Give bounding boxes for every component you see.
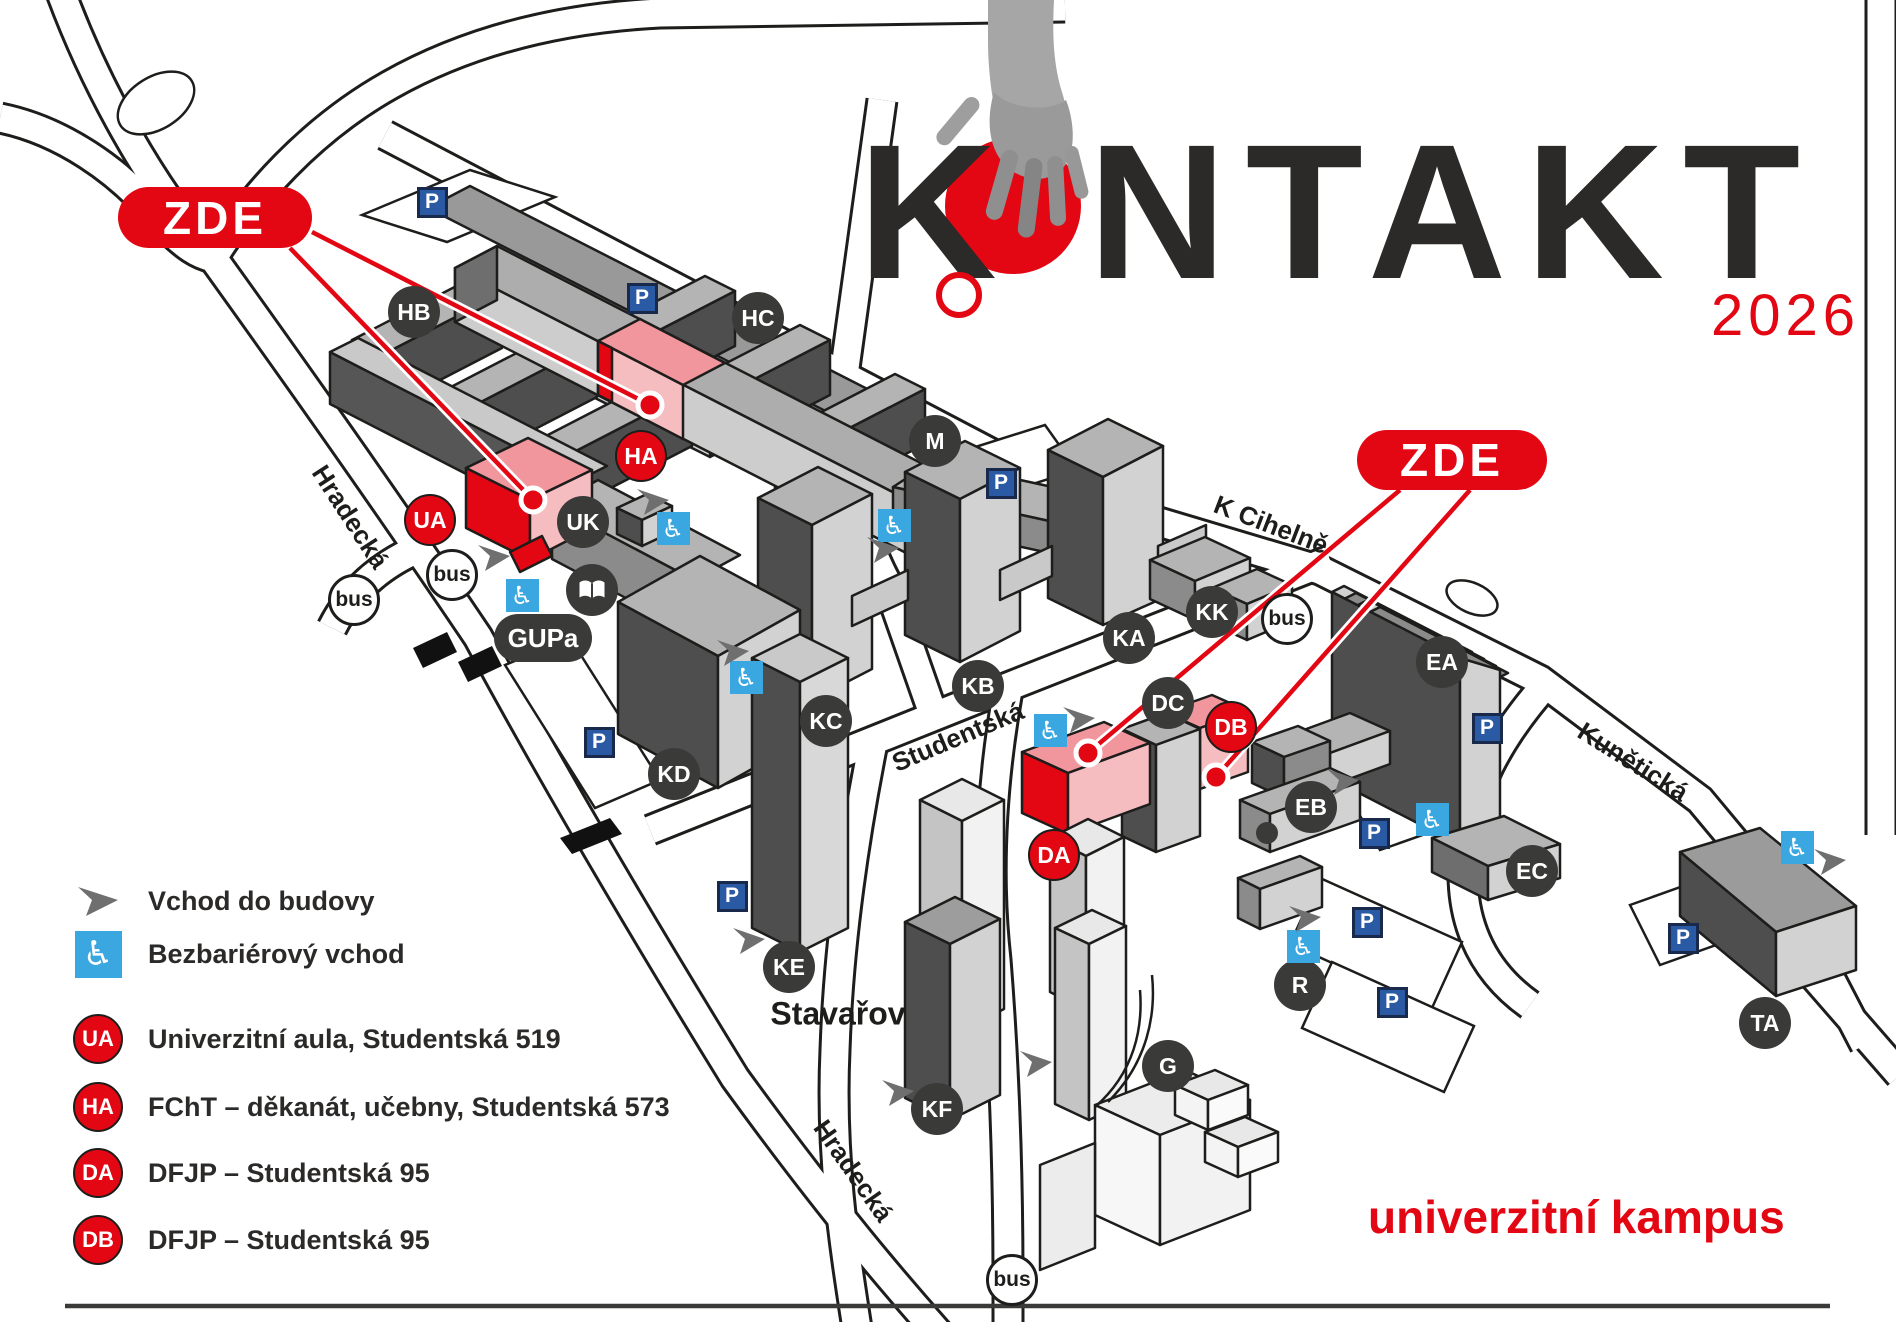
ha-badge: HA xyxy=(70,1082,126,1132)
db-badge: DB xyxy=(70,1215,126,1265)
parking-icon: P xyxy=(1358,817,1390,849)
logo-ring xyxy=(936,272,982,318)
legend-row-ua: UA Univerzitní aula, Studentská 519 xyxy=(70,1013,561,1065)
zde-callout-west: ZDE xyxy=(118,187,312,248)
title-kontakt-k: K xyxy=(858,104,997,319)
parking-icon: P xyxy=(716,880,748,912)
entrance-arrow-icon xyxy=(1018,1049,1054,1079)
legend-row-ha: HA FChT – děkanát, učebny, Studentská 57… xyxy=(70,1081,670,1133)
wheelchair-icon: ♿ xyxy=(877,508,911,542)
parking-icon: P xyxy=(1471,712,1503,744)
parking-icon: P xyxy=(1351,906,1383,938)
building-label-hb: HB xyxy=(388,286,440,338)
street-label-hradecká: Hradecká xyxy=(305,459,395,574)
entrance-arrow-icon xyxy=(635,487,671,517)
street-label-studentská: Studentská xyxy=(887,695,1029,778)
building-label-uk: UK xyxy=(557,496,609,548)
ua-badge: UA xyxy=(70,1014,126,1064)
entrance-arrow-icon xyxy=(1287,904,1323,934)
wheelchair-icon: ♿ xyxy=(729,660,763,694)
building-label-kf: KF xyxy=(911,1083,963,1135)
legend-label: Univerzitní aula, Studentská 519 xyxy=(148,1023,561,1054)
bus-stop-label: bus xyxy=(1261,593,1313,645)
legend-label: DFJP – Studentská 95 xyxy=(148,1224,430,1255)
parking-icon: P xyxy=(985,467,1017,499)
entrance-arrow-icon xyxy=(1812,847,1848,877)
street-label-hradecká: Hradecká xyxy=(807,1114,900,1228)
wheelchair-icon: ♿ xyxy=(1780,830,1814,864)
campus-caption: univerzitní kampus xyxy=(1368,1191,1785,1243)
street-label-k-cihelně: K Cihelně xyxy=(1209,489,1333,561)
bus-stop-label: bus xyxy=(986,1254,1038,1306)
building-label-m: M xyxy=(909,415,961,467)
building-label-ha: HA xyxy=(615,430,667,482)
building-label-gupa: GUPa xyxy=(494,614,592,662)
parking-icon: P xyxy=(626,282,658,314)
building-label-eb: EB xyxy=(1285,781,1337,833)
entrance-arrow-icon xyxy=(1325,767,1361,797)
legend-label: DFJP – Studentská 95 xyxy=(148,1157,430,1188)
building-label-r: R xyxy=(1274,959,1326,1011)
entrance-arrow-icon xyxy=(715,638,751,668)
building-label-g: G xyxy=(1142,1040,1194,1092)
hand-image xyxy=(936,0,1089,238)
building-label-hc: HC xyxy=(732,292,784,344)
entrance-arrow-icon xyxy=(1061,705,1097,735)
wheelchair-icon: ♿ xyxy=(656,511,690,545)
wheelchair-icon: ♿ xyxy=(505,578,539,612)
entrance-arrow-icon xyxy=(865,535,901,565)
bus-stop-label: bus xyxy=(328,574,380,626)
building-label-ua: UA xyxy=(404,494,456,546)
building-label-ke: KE xyxy=(763,941,815,993)
legend-row-da: DA DFJP – Studentská 95 xyxy=(70,1147,430,1199)
building-label-dc: DC xyxy=(1142,677,1194,729)
building-label-ea: EA xyxy=(1416,636,1468,688)
legend-row-accessible: ♿ Bezbariérový vchod xyxy=(70,928,405,980)
wheelchair-icon: ♿ xyxy=(1415,802,1449,836)
wheelchair-icon: ♿ xyxy=(1033,713,1067,747)
building-label-kk: KK xyxy=(1186,586,1238,638)
library-book-icon xyxy=(566,564,618,616)
title-kontakt-rest: NTAKT xyxy=(1088,104,1820,319)
wheelchair-icon: ♿ xyxy=(1286,929,1320,963)
building-label-ta: TA xyxy=(1739,997,1791,1049)
legend-label: Bezbariérový vchod xyxy=(148,938,405,969)
entrance-arrow-icon xyxy=(476,543,512,573)
street-label-stavařov: Stavařov xyxy=(770,995,906,1032)
building-label-kd: KD xyxy=(648,748,700,800)
bus-platform-bars xyxy=(413,632,622,854)
legend-label: FChT – děkanát, učebny, Studentská 573 xyxy=(148,1091,670,1122)
building-label-ec: EC xyxy=(1506,845,1558,897)
wheelchair-icon: ♿ xyxy=(70,930,126,978)
building-label-db: DB xyxy=(1205,701,1257,753)
bus-stop-label: bus xyxy=(426,549,478,601)
legend-label: Vchod do budovy xyxy=(148,885,375,916)
building-label-ka: KA xyxy=(1103,612,1155,664)
parking-icon: P xyxy=(1376,986,1408,1018)
legend-row-db: DB DFJP – Studentská 95 xyxy=(70,1214,430,1266)
zde-callout-lines xyxy=(286,227,1474,792)
parking-icon: P xyxy=(1667,922,1699,954)
entrance-arrow-icon xyxy=(731,926,767,956)
entrance-arrow-icon xyxy=(70,884,126,918)
da-badge: DA xyxy=(70,1148,126,1198)
building-label-kc: KC xyxy=(800,695,852,747)
entrance-arrow-icon xyxy=(880,1078,916,1108)
building-label-kb: KB xyxy=(952,660,1004,712)
title-year: 2026 xyxy=(1710,283,1860,348)
building-label-da: DA xyxy=(1028,829,1080,881)
zde-callout-east: ZDE xyxy=(1357,430,1547,490)
map-dot xyxy=(1256,822,1278,844)
street-label-kunětická: Kunětická xyxy=(1572,715,1694,808)
parking-icon: P xyxy=(416,186,448,218)
legend-row-entrance: Vchod do budovy xyxy=(70,875,375,927)
parking-icon: P xyxy=(583,726,615,758)
